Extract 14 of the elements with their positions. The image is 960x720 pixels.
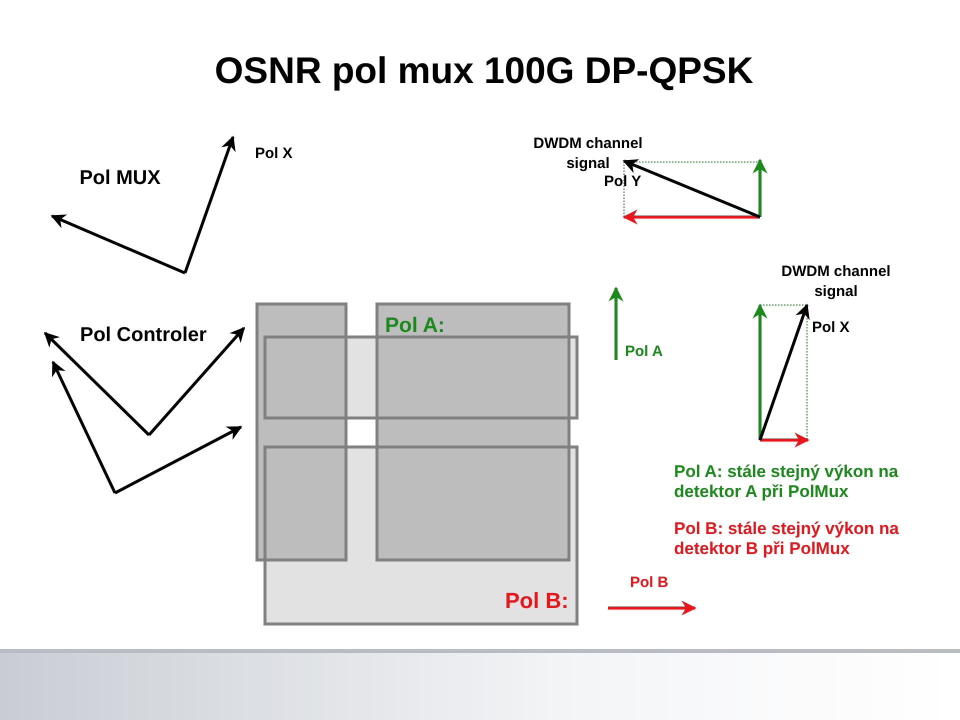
label: Pol A xyxy=(625,343,664,361)
label: Pol MUX xyxy=(78,166,162,190)
label: Pol Controler xyxy=(80,323,208,347)
label: Pol B: stále stejný výkon na detektor B při PolMux xyxy=(674,519,900,560)
label: Pol B xyxy=(630,574,670,592)
label: Pol Y xyxy=(604,173,642,191)
label: Pol A: xyxy=(385,313,446,338)
label: Pol X xyxy=(255,145,294,163)
label: Pol A: stále stejný výkon na detektor A při PolMux xyxy=(674,462,900,503)
title: OSNR pol mux 100G DP-QPSK xyxy=(214,50,754,92)
label: Pol B: xyxy=(505,588,570,614)
label: Pol X xyxy=(812,319,851,337)
label: DWDM channel signal xyxy=(780,262,892,302)
label: DWDM channel signal xyxy=(532,134,644,174)
